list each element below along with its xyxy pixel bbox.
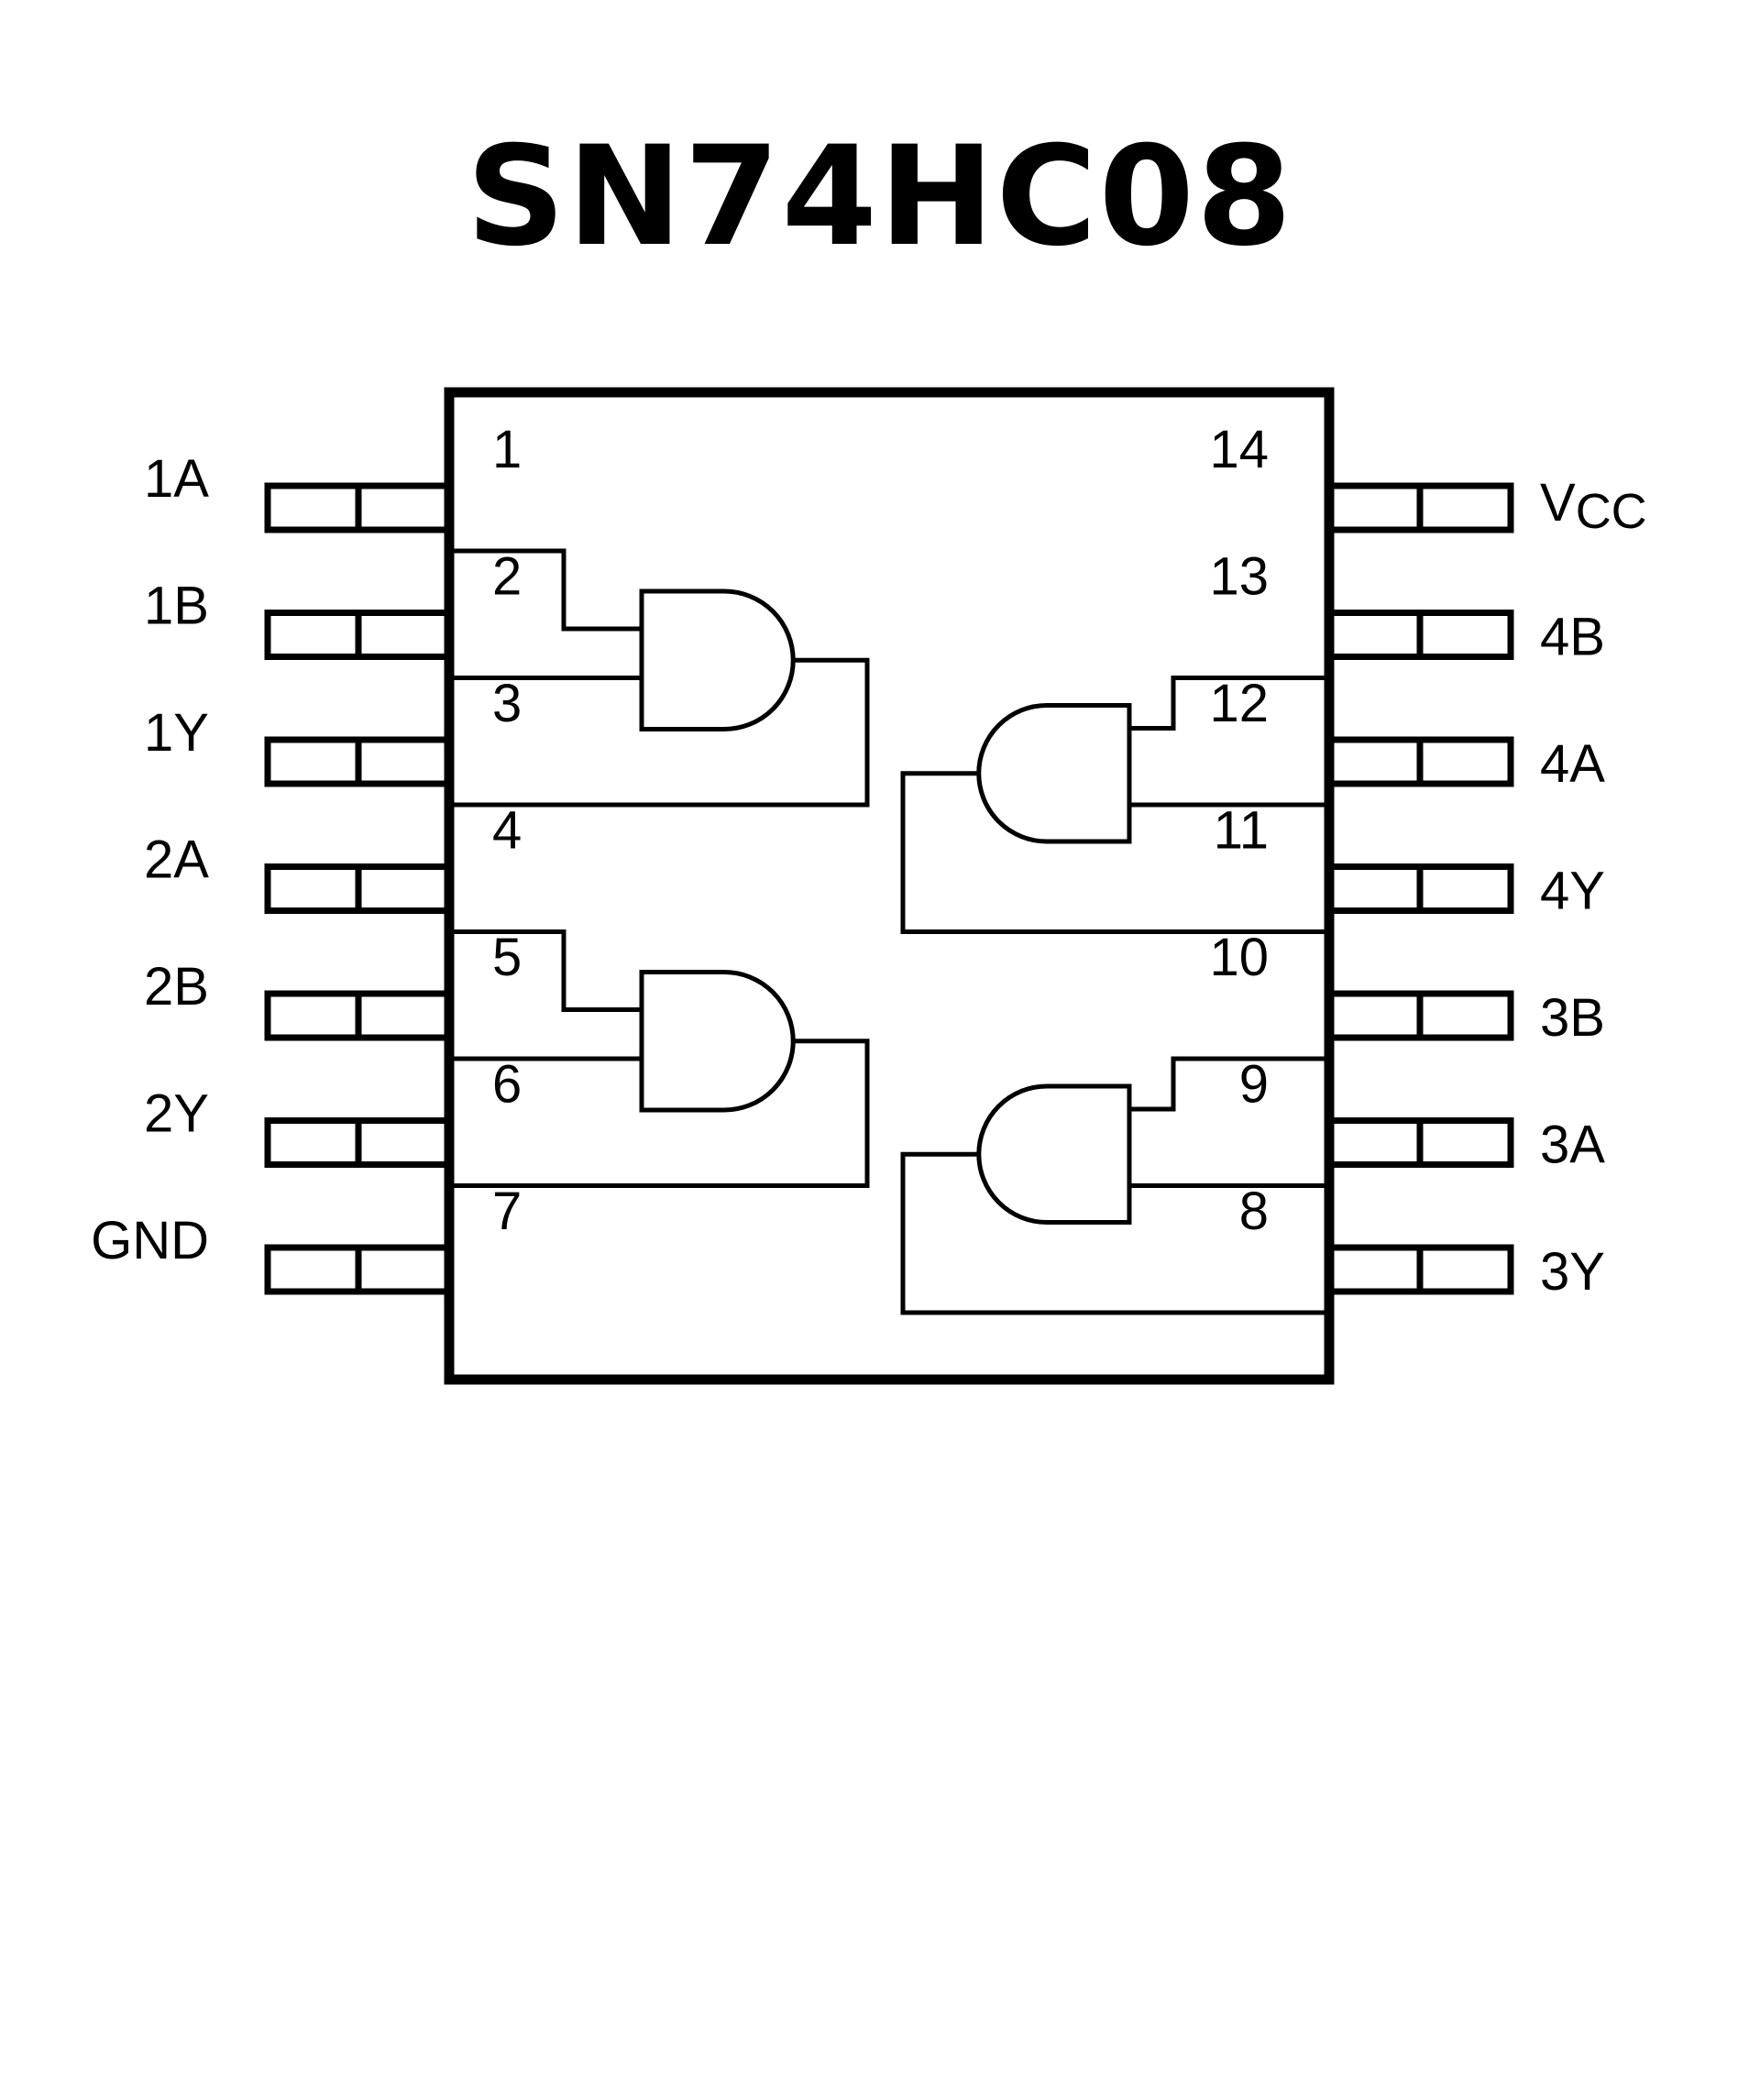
pin-3: 1Y 3 (144, 674, 522, 787)
pin-label-2y: 2Y (144, 1084, 209, 1144)
gate-2-body (639, 970, 796, 1113)
gate-1-body (639, 588, 796, 731)
gate-4-output-wire (900, 771, 1325, 934)
pin-number: 8 (1239, 1182, 1269, 1241)
pin-number: 3 (492, 674, 522, 733)
internal-wiring (454, 548, 1325, 1315)
and-gates (639, 588, 1132, 1225)
gate-3-input-a-wire (1129, 1056, 1325, 1112)
pin-label-4b: 4B (1540, 608, 1605, 667)
chip-title: SN74HC08 (466, 117, 1294, 277)
pin-8: 3Y 8 (1239, 1182, 1605, 1302)
pin-label-2b: 2B (144, 957, 209, 1017)
pin-label-1a: 1A (144, 449, 209, 509)
pin-11: 4Y 11 (1214, 801, 1605, 921)
pin-14: VCC 14 (1209, 420, 1646, 539)
pin-number: 1 (492, 420, 522, 479)
pin-number: 13 (1209, 547, 1269, 607)
pin-label-1y: 1Y (144, 703, 209, 763)
pin-label-vcc: VCC (1540, 473, 1647, 539)
gate-1-input-a-wire (454, 548, 642, 632)
pin-9: 3A 9 (1239, 1055, 1606, 1175)
pin-label-2a: 2A (144, 830, 209, 890)
pin-number: 14 (1209, 420, 1269, 479)
pin-label-gnd: GND (91, 1211, 209, 1270)
pin-number: 10 (1209, 928, 1269, 987)
pin-1: 1A 1 (144, 420, 522, 533)
pin-12: 4A 12 (1209, 674, 1605, 794)
pin-5: 2B 5 (144, 928, 522, 1041)
pin-label-4a: 4A (1540, 734, 1605, 794)
pin-number: 6 (492, 1055, 522, 1115)
pin-number: 7 (492, 1182, 522, 1241)
pin-label-3y: 3Y (1540, 1242, 1605, 1302)
pin-13: 4B 13 (1209, 547, 1604, 667)
pin-number: 4 (492, 801, 522, 861)
gate-3-output-wire (900, 1151, 1325, 1315)
pin-label-4y: 4Y (1540, 862, 1605, 921)
package-body (444, 387, 1335, 1385)
pin-7: GND 7 (91, 1182, 522, 1295)
gate-4-input-a-wire (1129, 676, 1325, 731)
pin-label-1b: 1B (144, 577, 209, 636)
pin-6: 2Y 6 (144, 1055, 522, 1168)
pin-number: 5 (492, 928, 522, 987)
pin-number: 11 (1214, 801, 1269, 861)
right-pins: VCC 14 4B 13 4A 12 4Y 11 3B 10 3A 9 3Y 8 (1209, 420, 1646, 1302)
gate-2-output-wire (454, 1039, 870, 1188)
pin-number: 2 (492, 547, 522, 607)
pin-10: 3B 10 (1209, 928, 1604, 1048)
pin-2: 1B 2 (144, 547, 522, 660)
pin-number: 9 (1239, 1055, 1269, 1115)
pin-number: 12 (1209, 674, 1269, 733)
gate-1-output-wire (454, 657, 870, 808)
gate-3-body (976, 1083, 1132, 1225)
pin-label-3b: 3B (1540, 988, 1605, 1048)
pin-4: 2A 4 (144, 801, 522, 914)
gate-4-body (976, 703, 1132, 844)
gate-2-input-a-wire (454, 929, 642, 1012)
pin-label-3a: 3A (1540, 1116, 1605, 1175)
